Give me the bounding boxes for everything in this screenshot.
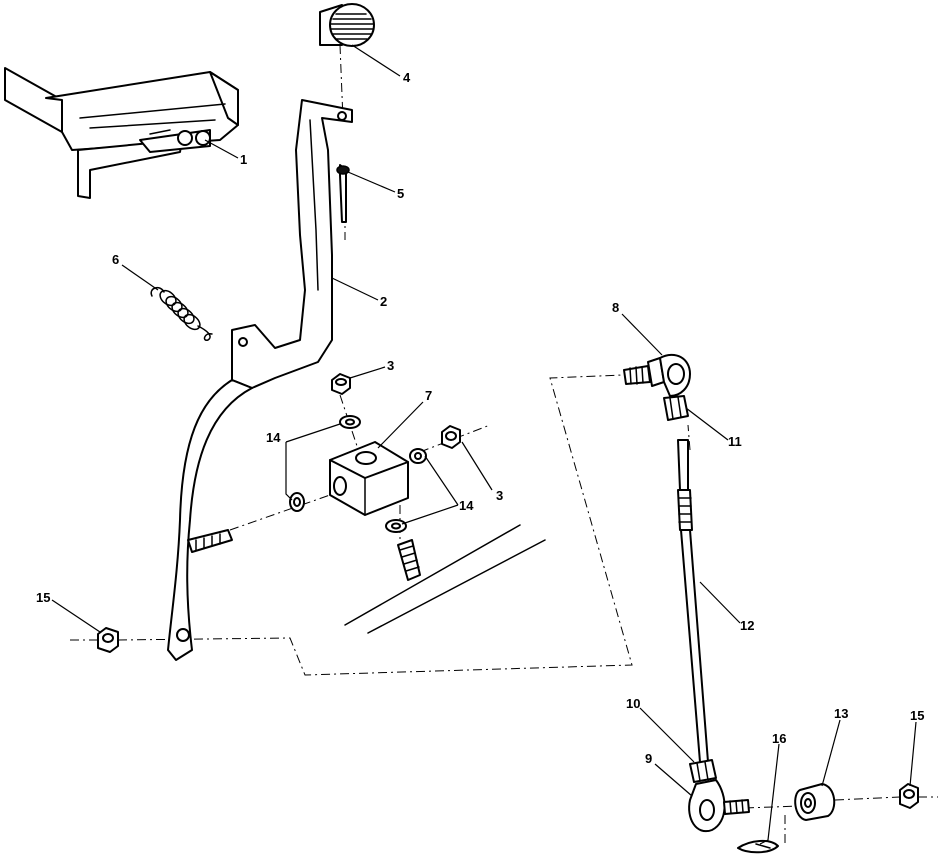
lock-nut-right <box>899 783 919 809</box>
callout-15-left: 15 <box>36 590 50 605</box>
return-spring <box>150 286 213 341</box>
nut-top <box>331 373 351 395</box>
callout-13: 13 <box>834 706 848 721</box>
callout-8: 8 <box>612 300 619 315</box>
callout-14-lower: 14 <box>459 498 474 513</box>
lower-rod-end <box>688 779 750 833</box>
callout-3-top: 3 <box>387 358 394 373</box>
washer-left <box>289 492 305 512</box>
callout-1: 1 <box>240 152 247 167</box>
lower-jam-nut <box>689 759 717 783</box>
washer-top <box>339 415 361 429</box>
brake-spacer <box>794 783 836 821</box>
callouts: 1 2 3 3 4 5 6 7 8 9 10 11 12 13 14 14 15… <box>36 70 924 766</box>
nut-side <box>441 425 461 449</box>
brake-rod <box>677 439 709 763</box>
callout-4: 4 <box>403 70 411 85</box>
cotter-clip <box>737 840 779 854</box>
brake-pedal-arm <box>167 99 353 661</box>
callout-6: 6 <box>112 252 119 267</box>
leader-lines <box>51 44 917 845</box>
lock-nut-left <box>97 627 119 653</box>
upper-jam-nut <box>663 395 689 421</box>
washer-right <box>409 448 427 464</box>
callout-14-upper: 14 <box>266 430 281 445</box>
brake-pedal-pad <box>4 67 239 199</box>
callout-5: 5 <box>397 186 404 201</box>
pivot-block <box>329 441 409 516</box>
callout-16: 16 <box>772 731 786 746</box>
callout-15-right: 15 <box>910 708 924 723</box>
threaded-stud <box>397 539 421 581</box>
callout-10: 10 <box>626 696 640 711</box>
callout-9: 9 <box>645 751 652 766</box>
callout-12: 12 <box>740 618 754 633</box>
frame-reference-lines <box>344 524 546 634</box>
callout-3-side: 3 <box>496 488 503 503</box>
callout-11: 11 <box>728 434 742 449</box>
cotter-pin <box>336 164 350 223</box>
washer-bottom <box>385 519 407 533</box>
callout-2: 2 <box>380 294 387 309</box>
pedal-rubber-cap <box>319 3 375 47</box>
upper-rod-end <box>623 353 691 397</box>
callout-7: 7 <box>425 388 432 403</box>
